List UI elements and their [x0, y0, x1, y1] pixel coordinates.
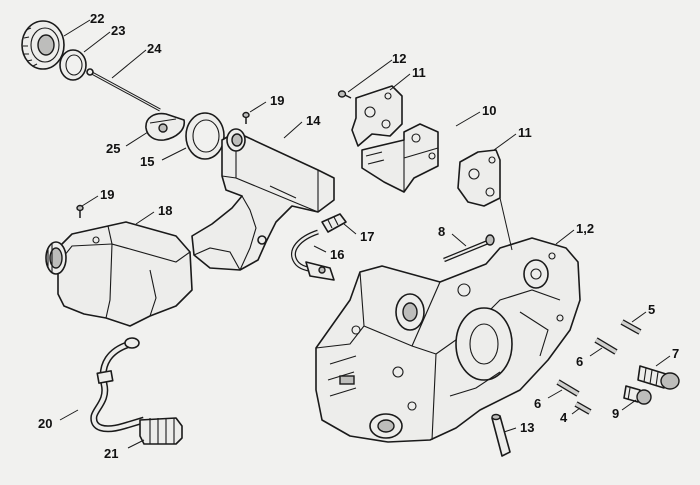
label-7: 7 — [672, 346, 679, 361]
label-20: 20 — [38, 416, 52, 431]
label-9: 9 — [612, 406, 619, 421]
part-24-rod — [86, 68, 161, 112]
label-12: 12 — [392, 51, 406, 66]
part-10-shield — [361, 123, 439, 193]
part-22-knob — [21, 20, 65, 70]
part-12-screw — [337, 90, 352, 99]
label-11-upper: 11 — [412, 65, 426, 80]
label-18: 18 — [158, 203, 172, 218]
part-19-screw-lower — [76, 204, 84, 218]
part-11-plate-upper — [351, 85, 403, 147]
label-21: 21 — [104, 446, 118, 461]
part-15-gasket — [185, 112, 225, 160]
part-25-bracket — [145, 112, 186, 141]
leader-lines — [59, 19, 671, 449]
part-16-hose — [291, 229, 335, 281]
part-7-adjust-screw — [637, 365, 680, 390]
part-6-stud-upper — [594, 337, 618, 355]
label-17: 17 — [360, 229, 374, 244]
part-17-fitting — [321, 213, 347, 233]
label-13: 13 — [520, 420, 534, 435]
label-19-upper: 19 — [270, 93, 284, 108]
part-20-fuel-line — [90, 337, 146, 433]
part-labels: 22 23 24 25 15 19 14 12 11 10 11 19 18 1… — [38, 11, 679, 461]
label-22: 22 — [90, 11, 104, 26]
part-4-nut — [574, 401, 592, 415]
label-10: 10 — [482, 103, 496, 118]
part-14-housing — [191, 128, 335, 271]
part-11-plate-lower — [457, 149, 501, 207]
label-16: 16 — [330, 247, 344, 262]
part-6-stud-lower — [556, 379, 580, 397]
part-18-filter-housing — [45, 221, 193, 327]
label-6-upper: 6 — [576, 354, 583, 369]
part-13-pin — [491, 413, 511, 457]
label-6-lower: 6 — [534, 396, 541, 411]
part-21-fuel-filter — [139, 417, 183, 445]
part-1-2-crankcase — [315, 237, 581, 443]
label-15: 15 — [140, 154, 154, 169]
label-14: 14 — [306, 113, 321, 128]
part-23-washer — [59, 49, 87, 81]
label-8: 8 — [438, 224, 445, 239]
label-23: 23 — [111, 23, 125, 38]
label-19-lower: 19 — [100, 187, 114, 202]
label-24: 24 — [147, 41, 162, 56]
label-11-lower: 11 — [518, 125, 532, 140]
label-5: 5 — [648, 302, 655, 317]
label-25: 25 — [106, 141, 120, 156]
part-8-bolt — [443, 234, 495, 263]
part-9-screw — [623, 385, 652, 405]
label-4: 4 — [560, 410, 568, 425]
part-5-stud — [620, 319, 642, 335]
part-19-screw-upper — [242, 111, 250, 124]
label-1-2: 1,2 — [576, 221, 594, 236]
